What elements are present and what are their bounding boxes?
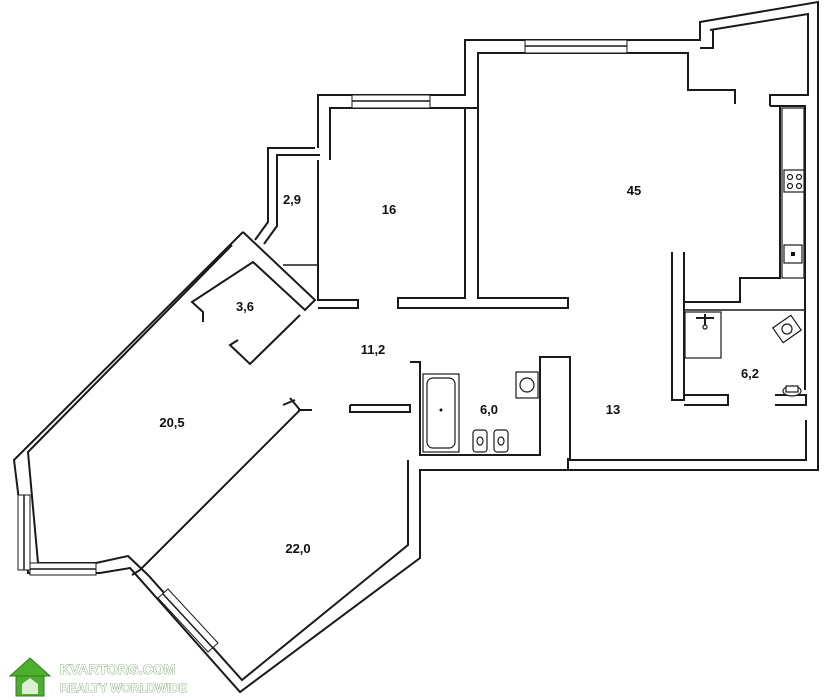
watermark: KVARTORG.COM REALTY WORLDWIDE xyxy=(8,657,187,697)
outer-walls xyxy=(12,0,819,694)
area-master-bath: 6,2 xyxy=(741,366,759,381)
bathroom-sink-icon xyxy=(515,371,539,399)
area-living-kitchen: 45 xyxy=(627,183,641,198)
watermark-tagline: REALTY WORLDWIDE xyxy=(60,681,187,695)
bathtub-icon xyxy=(422,373,460,453)
area-room-22: 22,0 xyxy=(285,541,310,556)
area-loggia: 2,9 xyxy=(283,192,301,207)
area-room-20: 20,5 xyxy=(159,415,184,430)
room-labels: 2,9 16 45 3,6 11,2 6,0 13 6,2 20,5 22,0 xyxy=(159,183,759,556)
area-corridor: 13 xyxy=(606,402,620,417)
house-icon xyxy=(8,657,52,697)
watermark-brand: KVARTORG.COM xyxy=(60,661,175,677)
fixtures xyxy=(422,107,805,453)
toilet-icon xyxy=(472,429,488,453)
area-bathroom: 6,0 xyxy=(480,402,498,417)
stove-icon xyxy=(783,169,805,193)
shower-icon xyxy=(684,311,722,359)
windows xyxy=(17,39,628,653)
washbasin-icon xyxy=(771,314,803,344)
toilet-icon xyxy=(782,385,802,397)
area-bedroom-16: 16 xyxy=(382,202,396,217)
area-storage: 3,6 xyxy=(236,299,254,314)
kitchen-counter xyxy=(781,107,805,279)
area-hall: 11,2 xyxy=(361,342,386,357)
bidet-icon xyxy=(493,429,509,453)
